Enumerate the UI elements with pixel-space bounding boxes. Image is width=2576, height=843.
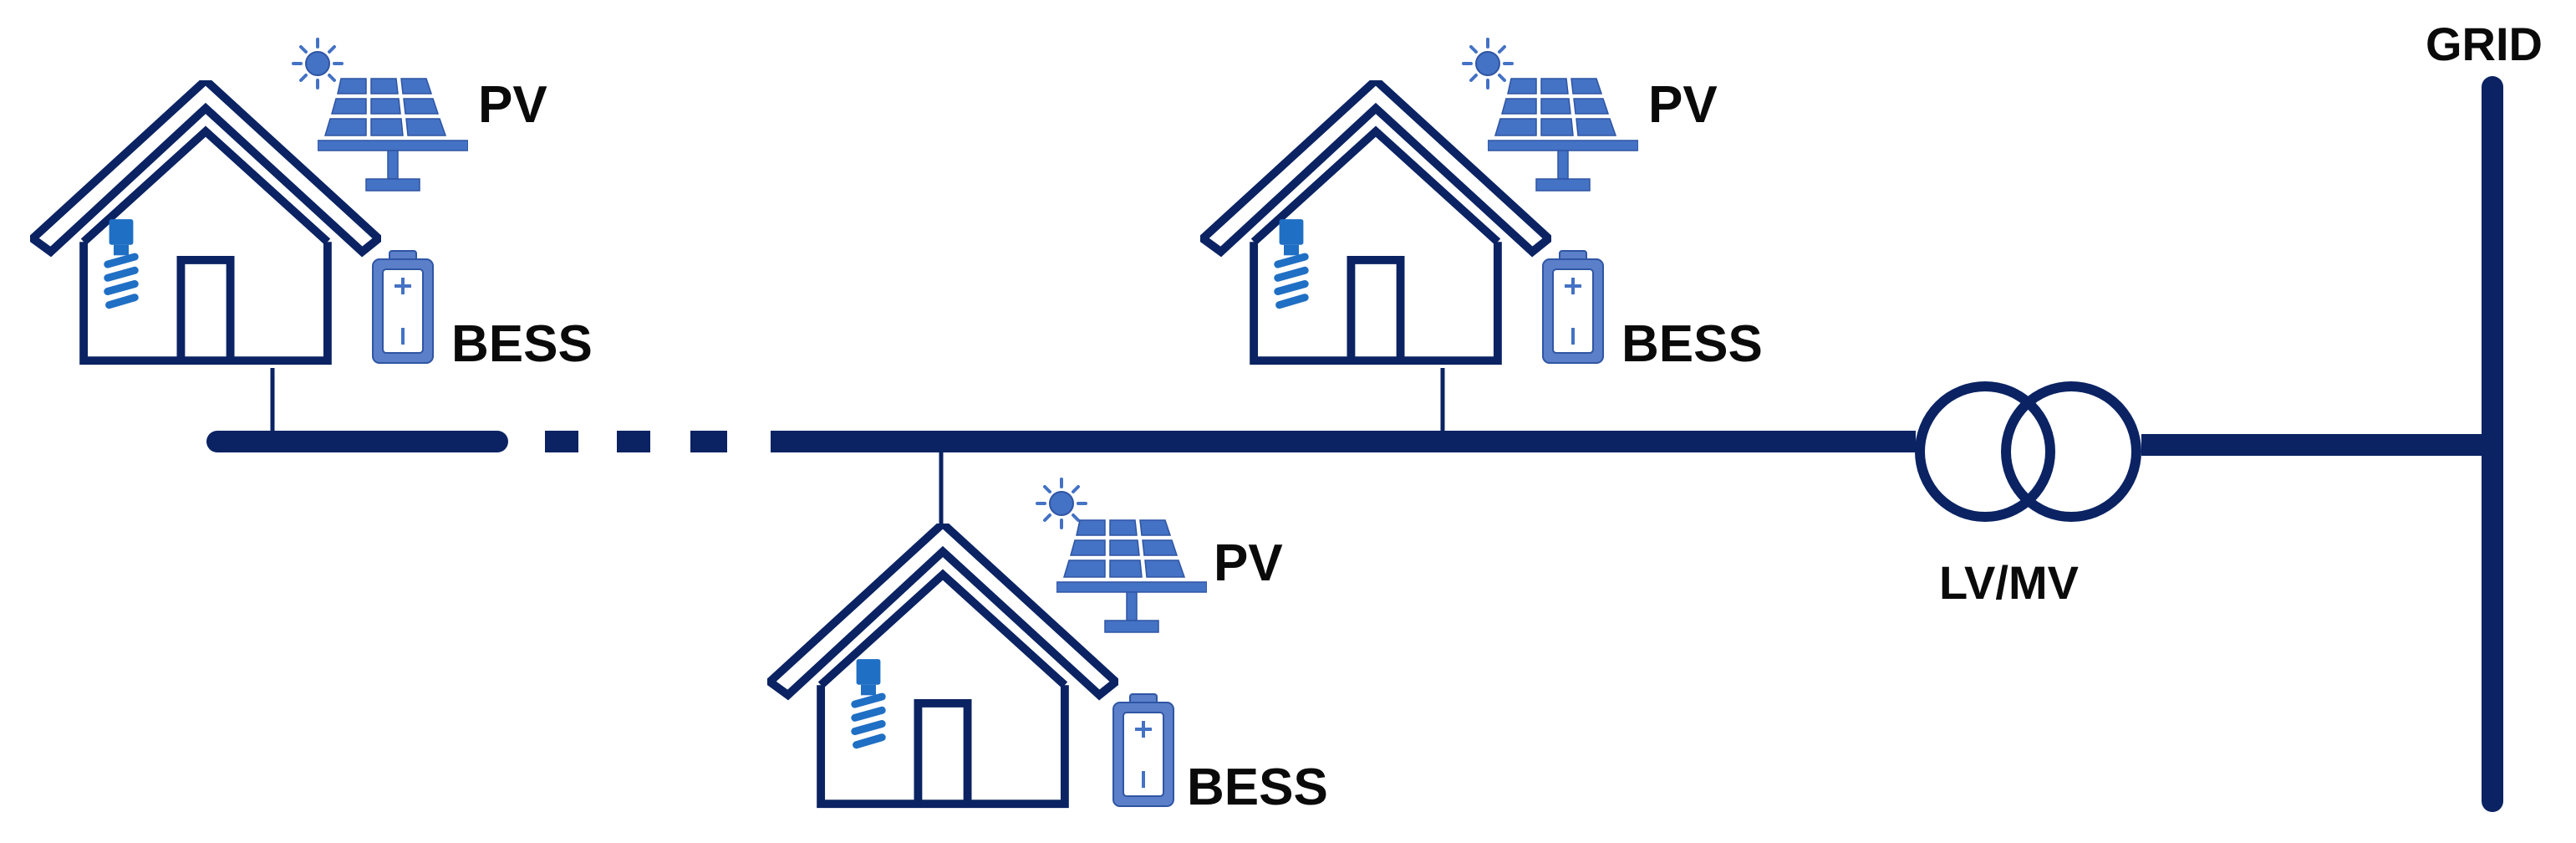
lv-feeder-bus xyxy=(206,431,1916,452)
sun-icon xyxy=(292,38,344,89)
solar-panel-icon xyxy=(1488,78,1638,192)
bess-label: BESS xyxy=(1621,315,1763,373)
solar-panel-icon xyxy=(1056,519,1207,633)
pv-label: PV xyxy=(478,76,547,134)
light-bulb-icon xyxy=(1278,219,1305,305)
bess-label: BESS xyxy=(1187,759,1328,816)
solar-panel-icon xyxy=(318,78,468,192)
grid-label: GRID xyxy=(2426,18,2543,70)
pv-label: PV xyxy=(1648,76,1718,134)
house-icon xyxy=(1203,80,1549,360)
light-bulb-icon xyxy=(855,659,882,745)
house-icon xyxy=(33,80,379,360)
house-icon xyxy=(770,524,1116,804)
transformer-icon xyxy=(1915,381,2141,522)
sun-icon xyxy=(1462,38,1514,89)
battery-icon xyxy=(371,249,435,365)
sun-icon xyxy=(1036,478,1087,529)
battery-icon xyxy=(1541,249,1605,365)
pv-label: PV xyxy=(1214,534,1283,592)
transformer-label: LV/MV xyxy=(1939,556,2079,609)
house-2: PV BESS xyxy=(1203,38,1763,442)
house-3: PV BESS xyxy=(770,442,1328,816)
house-1: PV BESS xyxy=(33,38,593,442)
bess-label: BESS xyxy=(451,315,593,373)
battery-icon xyxy=(1112,692,1175,808)
light-bulb-icon xyxy=(108,219,135,305)
